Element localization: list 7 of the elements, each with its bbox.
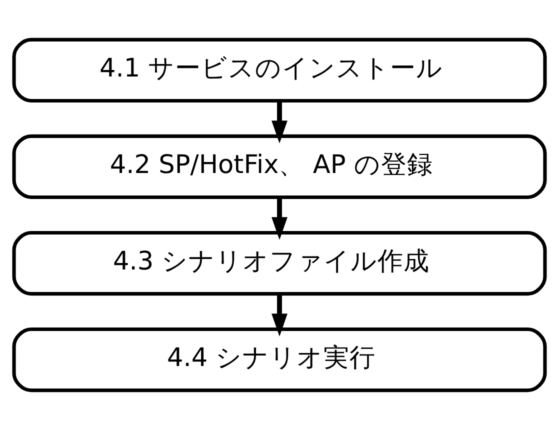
node-box: 4.4 シナリオ実行 [12,328,547,392]
arrow [272,100,288,144]
node-box: 4.2 SP/HotFix、 AP の登録 [12,134,547,200]
arrow [272,197,288,240]
node-box: 4.3 シナリオファイル作成 [12,230,547,296]
arrow [272,294,288,336]
node-box: 4.1 サービスのインストール [12,38,547,102]
